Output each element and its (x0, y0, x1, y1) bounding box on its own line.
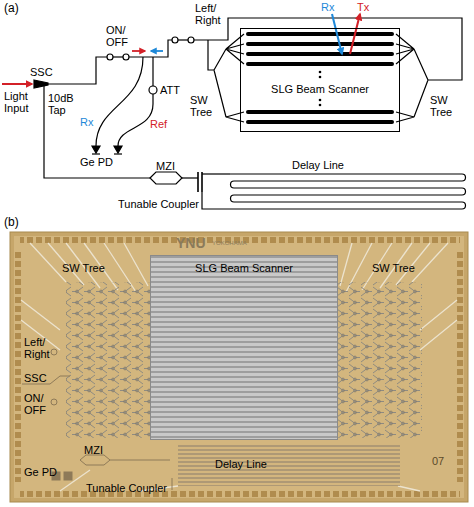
bond-pads (15, 252, 21, 482)
node-text: SLG Beam Scanner (241, 83, 399, 96)
delay-line-layout (178, 444, 400, 486)
part-label: SSC (30, 66, 53, 78)
part-label: Tunable Coupler (118, 198, 199, 210)
metal-traces (21, 243, 457, 491)
light-input-arrow (2, 83, 32, 85)
part-label: 10dB Tap (48, 92, 78, 116)
waveguide (96, 57, 143, 146)
metal-traces (124, 243, 148, 286)
part-label: MZI (156, 160, 175, 172)
grating-waveguide (246, 42, 394, 46)
waveguide (202, 173, 230, 174)
mzi-symbol (150, 172, 182, 184)
waveguide (208, 40, 214, 70)
part-label: Ge PD (80, 156, 113, 168)
input-label: Light Input (4, 90, 34, 114)
grating-waveguide (246, 120, 394, 124)
ellipsis-dots (319, 99, 322, 102)
signal-label: Ref (150, 118, 167, 130)
part-label: SW Tree (62, 262, 105, 274)
mzi-layout (80, 455, 110, 465)
part-label: SSC (24, 372, 47, 384)
waveguide (118, 57, 153, 146)
tx-beam-arrow (350, 14, 360, 54)
chip-photo (10, 232, 468, 502)
part-label: ATT (160, 84, 180, 96)
ref-arrow (132, 50, 145, 52)
signal-label: Tx (357, 1, 369, 13)
grating-waveguide (246, 52, 394, 56)
ssc-taper (34, 80, 48, 88)
part-label: ON/ OFF (24, 392, 50, 416)
part-label: SW Tree (430, 94, 456, 118)
waveguide (44, 84, 150, 178)
part-label: Ge PD (24, 466, 57, 478)
photodiode-symbol (92, 153, 100, 154)
schematic-panel (2, 14, 466, 209)
ellipsis-dots (319, 76, 322, 79)
switch-ring (107, 54, 113, 60)
waveguide (48, 57, 107, 84)
bond-pads (457, 252, 463, 482)
tunable-coupler-symbol (198, 172, 202, 192)
switch-label: ON/ OFF (106, 24, 132, 48)
metal-traces (340, 243, 352, 286)
photodiode-symbol (92, 146, 100, 153)
part-label: Delay Line (292, 159, 344, 171)
photodiode-layout (64, 472, 72, 480)
waveguide (129, 40, 172, 57)
switch-ring (51, 399, 57, 405)
scanner-box: SLG Beam Scanner (240, 28, 400, 132)
grating-waveguide (246, 110, 394, 114)
ellipsis-dots (319, 104, 322, 107)
photodiode-symbol (114, 153, 122, 154)
grating-waveguide (246, 62, 394, 66)
waveguide (178, 39, 188, 40)
grating-waveguide (246, 32, 394, 36)
switch-ring (188, 37, 194, 43)
part-label: SW Tree (190, 94, 216, 118)
panel-label: (a) (4, 2, 19, 15)
panel-label: (b) (4, 216, 19, 229)
metal-traces (412, 243, 448, 282)
metal-traces (420, 320, 457, 350)
metal-traces (60, 470, 90, 491)
scanner-region: SLG Beam Scanner (150, 255, 338, 440)
ellipsis-dots (319, 71, 322, 74)
metal-traces (30, 243, 66, 282)
switch-ring (51, 349, 57, 355)
signal-label: Rx (321, 1, 334, 13)
node-text: SLG Beam Scanner (151, 262, 337, 275)
part-label: SW Tree (372, 262, 415, 274)
part-label: Delay Line (215, 458, 267, 470)
part-label: Left/ Right (24, 336, 54, 360)
photodiode-symbol (114, 146, 122, 153)
metal-traces (420, 300, 457, 330)
delay-line-spiral (202, 174, 466, 209)
switch-label: Left/ Right (195, 2, 225, 26)
metal-traces (21, 300, 60, 330)
part-label: Tunable Coupler (86, 482, 167, 494)
switch-tree-layout (66, 282, 150, 438)
switch-ring (172, 37, 178, 43)
rx-arrow (151, 50, 163, 52)
attenuator-symbol (149, 86, 157, 94)
waveguide (182, 177, 198, 178)
part-label: MZI (84, 444, 103, 456)
logo-watermark: YNU (176, 236, 206, 251)
logo-watermark: YOKOHAMA (212, 240, 247, 247)
metal-traces (398, 486, 420, 491)
rx-beam-arrow (332, 14, 342, 54)
switch-tree (396, 34, 428, 122)
chip-die (10, 232, 468, 502)
switch-ring (123, 54, 129, 60)
chip-number: 07 (432, 455, 444, 467)
waveguide (113, 56, 123, 57)
switch-tree-layout (338, 282, 422, 438)
chip-surface (14, 236, 464, 498)
signal-label: Rx (80, 116, 93, 128)
grating-waveguide (246, 32, 394, 124)
